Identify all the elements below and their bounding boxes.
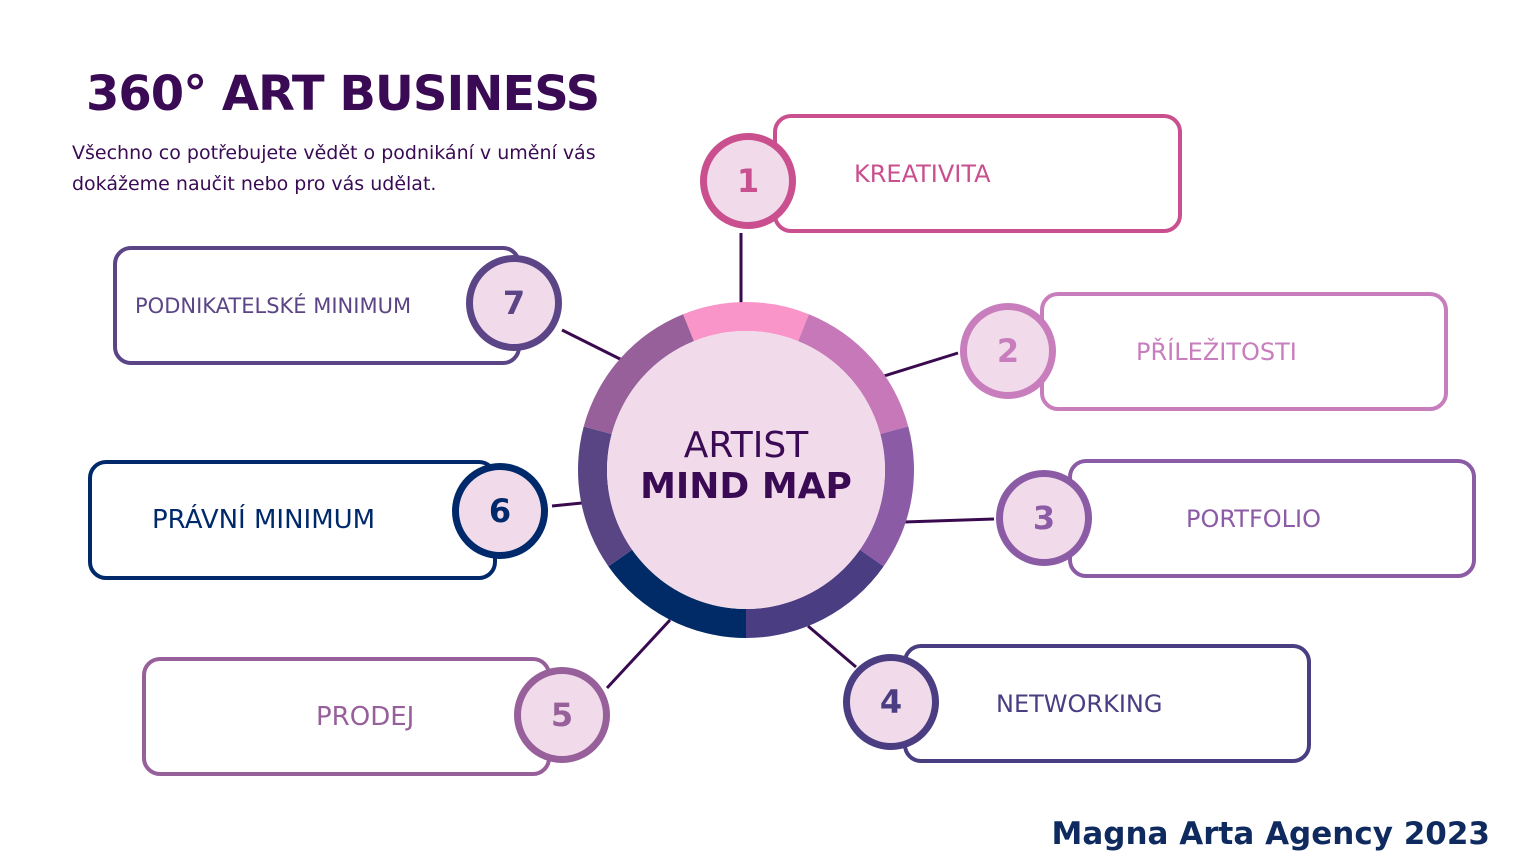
- page-subtitle: Všechno co potřebujete vědět o podnikání…: [72, 142, 596, 195]
- node-label: PRODEJ: [316, 701, 415, 732]
- node-box-4: NETWORKING: [903, 644, 1311, 763]
- node-label: PRÁVNÍ MINIMUM: [152, 505, 376, 535]
- node-label: KREATIVITA: [854, 159, 991, 188]
- connector-4: [807, 624, 857, 669]
- node-box-7: PODNIKATELSKÉ MINIMUM: [113, 246, 521, 365]
- ring-segment-3: [859, 426, 915, 567]
- connector-5: [605, 618, 672, 690]
- ring-segment-4: [746, 549, 884, 638]
- node-number-badge-2: 2: [960, 303, 1056, 399]
- node-number: 1: [736, 162, 760, 200]
- footer-credit: Magna Arta Agency 2023: [1051, 816, 1490, 852]
- connector-lines: [551, 233, 995, 690]
- node-number: 4: [879, 683, 903, 721]
- ring-segment-5: [608, 549, 746, 638]
- connector-2: [883, 351, 959, 378]
- node-number-badge-4: 4: [843, 654, 939, 750]
- node-number-badge-7: 7: [466, 255, 562, 351]
- connector-7: [561, 328, 623, 362]
- node-label: PODNIKATELSKÉ MINIMUM: [135, 293, 412, 318]
- node-number: 2: [996, 332, 1020, 370]
- center-ring: [578, 302, 915, 638]
- node-label: PŘÍLEŽITOSTI: [1136, 337, 1297, 366]
- node-box-3: PORTFOLIO: [1068, 459, 1476, 578]
- page-title: 360° ART BUSINESS: [86, 66, 600, 122]
- connector-6: [551, 501, 583, 508]
- node-label: PORTFOLIO: [1186, 504, 1321, 533]
- node-number: 5: [550, 696, 574, 734]
- node-number-badge-5: 5: [514, 667, 610, 763]
- center-label-line2: MIND MAP: [640, 466, 852, 507]
- node-number-badge-3: 3: [996, 470, 1092, 566]
- node-box-2: PŘÍLEŽITOSTI: [1040, 292, 1448, 411]
- connector-3: [903, 517, 995, 524]
- node-box-1: KREATIVITA: [773, 114, 1182, 233]
- center-circle: [607, 331, 885, 609]
- node-number-badge-6: 6: [452, 463, 548, 559]
- node-number: 7: [502, 284, 526, 322]
- node-number-badge-1: 1: [700, 133, 796, 229]
- ring-segment-2: [798, 314, 909, 435]
- ring-segment-1: [683, 302, 809, 342]
- node-label: NETWORKING: [996, 689, 1163, 718]
- center-label-line1: ARTIST: [683, 425, 809, 466]
- node-box-6: PRÁVNÍ MINIMUM: [88, 460, 497, 580]
- center-label: ARTIST MIND MAP: [606, 425, 886, 507]
- ring-segment-6: [578, 426, 633, 567]
- node-number: 6: [488, 492, 512, 530]
- node-box-5: PRODEJ: [142, 657, 551, 776]
- ring-segment-7: [583, 314, 694, 435]
- node-number: 3: [1032, 499, 1056, 537]
